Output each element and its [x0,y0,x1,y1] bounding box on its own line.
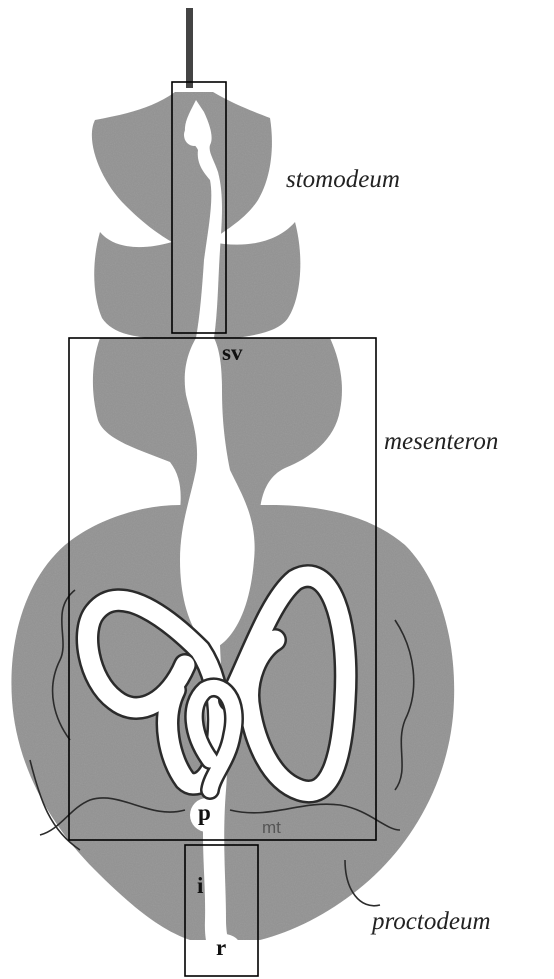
mesenteron-label: mesenteron [384,428,498,456]
mt-label: mt [262,818,281,838]
i-label: i [197,873,203,899]
stomodeum-label: stomodeum [286,166,400,194]
proctodeum-label: proctodeum [372,908,491,936]
pharynx-bulb [184,124,204,146]
p-label: p [198,800,211,826]
r-label: r [216,935,226,961]
sv-label: sv [222,340,242,366]
proboscis-stalk [186,8,193,88]
head-shape [92,92,272,242]
